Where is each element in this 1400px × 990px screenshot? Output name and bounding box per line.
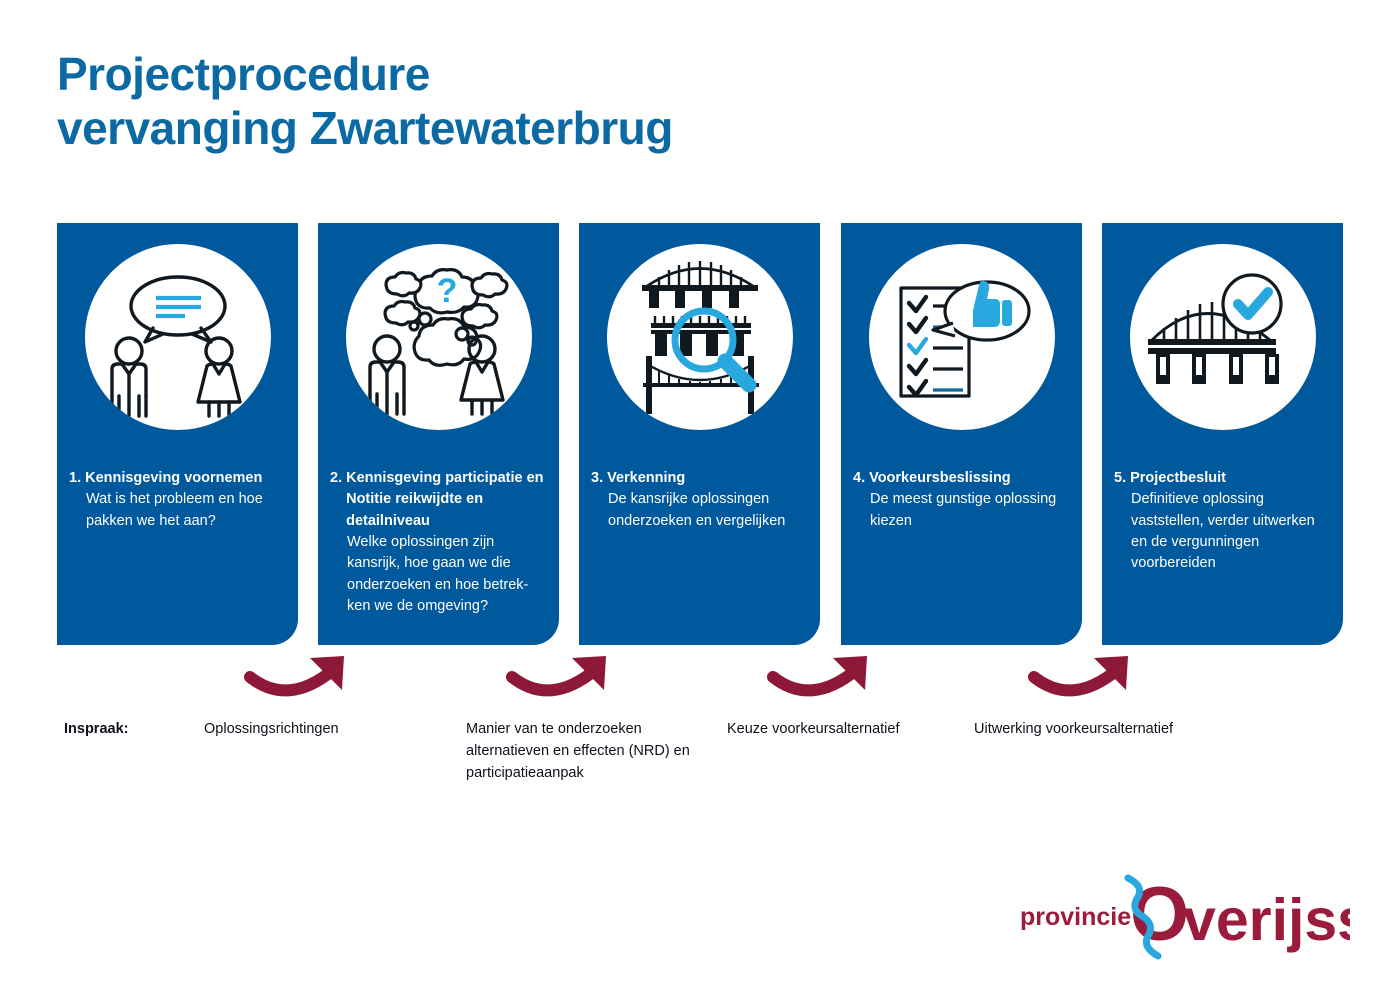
process-steps-container: 1. Kennisgeving voornemen Wat is het pro… (57, 223, 1343, 645)
inspraak-item-3: Keuze voorkeursalternatief (727, 721, 900, 737)
step-title: Voorkeursbeslissing (869, 470, 1011, 486)
flow-arrow-4 (1022, 645, 1152, 707)
two-people-thought-clouds-question-icon: ? (345, 244, 532, 430)
step-card-2[interactable]: ? 2. Kennisgeving participati (318, 223, 559, 645)
inspraak-item-2: Manier van te onderzoeken alternatieven … (466, 721, 690, 782)
step-description: Wat is het probleem en hoe pakken we het… (86, 491, 263, 529)
bridges-magnifier-icon (606, 244, 793, 430)
step-number: 4. (853, 470, 866, 486)
step-card-2-text: 2. Kennisgeving participatie en Notitie … (330, 468, 549, 617)
step-title: Projectbesluit (1130, 470, 1226, 486)
step-description: De kansrijke oplossingen onderzoeken en … (608, 491, 786, 529)
flow-arrow-3 (761, 645, 891, 707)
flow-arrow-1 (238, 645, 368, 707)
step-title: Kennisgeving participatie en Notitie rei… (346, 470, 544, 529)
step-description: Definitieve oplossing vaststellen, verde… (1131, 491, 1315, 572)
step-number: 3. (591, 470, 604, 486)
step-number: 1. (69, 470, 82, 486)
step-description: De meest gunstige oplossing kiezen (870, 491, 1057, 529)
page-title-line-1: Projectprocedure (57, 48, 430, 100)
two-people-speech-bubble-icon (84, 244, 271, 430)
svg-text:?: ? (436, 272, 457, 310)
step-card-1-text: 1. Kennisgeving voornemen Wat is het pro… (69, 468, 288, 532)
step-number: 2. (330, 470, 343, 486)
provincie-overijssel-logo: provincie O verijssel (1020, 868, 1350, 960)
step-card-4[interactable]: 4. Voorkeursbeslissing De meest gunstige… (841, 223, 1082, 645)
checklist-thumbs-up-icon (868, 244, 1055, 430)
step-card-4-text: 4. Voorkeursbeslissing De meest gunstige… (853, 468, 1072, 532)
page-title: Projectprocedure vervanging Zwartewaterb… (57, 48, 957, 156)
logo-river-icon (1124, 874, 1162, 960)
step-title: Kennisgeving voornemen (85, 470, 263, 486)
page-title-line-2: vervanging Zwartewaterbrug (57, 101, 673, 154)
step-card-5[interactable]: 5. Projectbesluit Definitieve oplossing … (1102, 223, 1343, 645)
step-card-3-text: 3. Verkenning De kansrijke oplossingen o… (591, 468, 810, 532)
logo-overijssel-text: verijssel (1183, 887, 1350, 953)
step-card-1[interactable]: 1. Kennisgeving voornemen Wat is het pro… (57, 223, 298, 645)
step-card-3[interactable]: 3. Verkenning De kansrijke oplossingen o… (579, 223, 820, 645)
inspraak-row: Inspraak: Oplossingsrichtingen Manier va… (0, 718, 1400, 808)
inspraak-item-1: Oplossingsrichtingen (204, 721, 339, 737)
flow-arrow-2 (500, 645, 630, 707)
inspraak-label: Inspraak: (64, 721, 129, 737)
step-description: Welke oplossingen zijn kansrijk, hoe gaa… (347, 533, 529, 614)
step-title: Verkenning (607, 470, 686, 486)
bridge-checkmark-icon (1129, 244, 1316, 430)
step-number: 5. (1114, 470, 1127, 486)
logo-provincie-text: provincie (1020, 903, 1131, 931)
step-card-5-text: 5. Projectbesluit Definitieve oplossing … (1114, 468, 1333, 575)
inspraak-item-4: Uitwerking voorkeursalternatief (974, 721, 1174, 737)
